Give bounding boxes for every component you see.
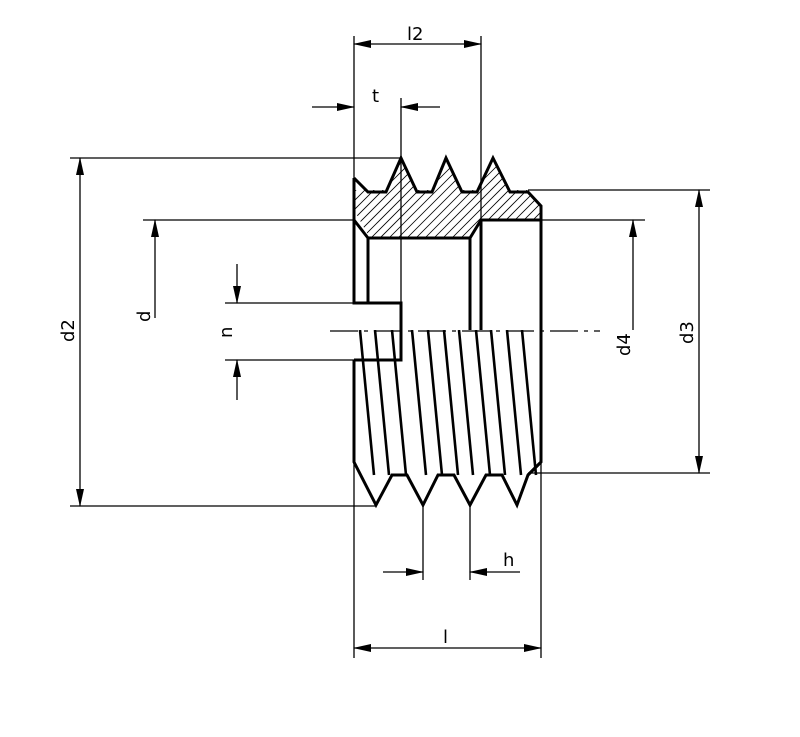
hatch-line <box>501 160 541 238</box>
dimension-d2: d2 <box>58 157 84 507</box>
hatch-line <box>366 160 488 238</box>
label-l: l <box>443 627 448 648</box>
hatch-line <box>354 160 470 238</box>
hatch-line <box>628 140 748 260</box>
hatch-line <box>393 160 515 238</box>
thread-line <box>410 330 428 476</box>
internal-thread-lines <box>358 330 538 476</box>
hatch-line <box>438 160 541 238</box>
hatch-line <box>574 140 694 260</box>
hatch-line <box>483 160 541 238</box>
extension-lines <box>70 36 710 658</box>
dimension-d3: d3 <box>677 189 703 474</box>
hatch-line <box>411 160 533 238</box>
label-d3: d3 <box>677 321 698 344</box>
thread-line <box>442 330 460 476</box>
hatch-line <box>402 160 524 238</box>
thread-line <box>489 330 507 476</box>
hatch-line <box>375 160 497 238</box>
thread-line <box>358 330 376 476</box>
hatch-line <box>592 140 712 260</box>
hatch-line <box>510 160 541 238</box>
hatch-line <box>583 140 703 260</box>
hatch-line <box>492 160 541 238</box>
label-d4: d4 <box>614 333 635 356</box>
thread-line <box>390 330 408 476</box>
hatch-line <box>384 160 506 238</box>
hatch-line <box>456 160 541 238</box>
label-d2: d2 <box>58 319 79 342</box>
hatch-line <box>465 160 541 238</box>
hatch-line <box>354 160 434 238</box>
hatch-line <box>519 160 541 238</box>
dimension-l2: l2 <box>353 24 482 48</box>
thread-line <box>520 330 538 476</box>
hatch-line <box>354 160 452 238</box>
hatch-line <box>528 160 541 238</box>
hatch-line <box>547 140 667 260</box>
thread-line <box>373 330 391 476</box>
hatch-line <box>565 140 685 260</box>
dimension-l: l <box>353 627 542 652</box>
label-n: n <box>216 327 237 338</box>
label-l2: l2 <box>407 24 423 45</box>
hatch-line <box>354 160 443 238</box>
thread-line <box>474 330 492 476</box>
hatch-line <box>556 140 676 260</box>
dimension-n: n <box>216 264 241 400</box>
hatch-line <box>447 160 541 238</box>
hatch-line <box>429 160 541 238</box>
hatch-line <box>610 140 730 260</box>
part-outline <box>352 154 543 509</box>
hatch-line <box>601 140 721 260</box>
hatch-line <box>537 160 541 238</box>
hatch-line <box>354 160 461 238</box>
thread-line <box>457 330 475 476</box>
hatch-line <box>646 140 766 260</box>
hatch-line <box>354 160 425 238</box>
hatch-line <box>637 140 757 260</box>
dimension-d: d <box>134 219 159 322</box>
dimension-h: h <box>383 550 520 576</box>
section-hatching <box>354 140 766 260</box>
label-t: t <box>372 86 379 107</box>
label-h: h <box>503 550 514 571</box>
hatch-line <box>357 160 479 238</box>
dimension-d4: d4 <box>614 219 637 356</box>
label-d: d <box>134 311 155 322</box>
hatch-line <box>619 140 739 260</box>
thread-line <box>426 330 444 476</box>
thread-line <box>505 330 523 476</box>
dimension-t: t <box>312 86 440 111</box>
